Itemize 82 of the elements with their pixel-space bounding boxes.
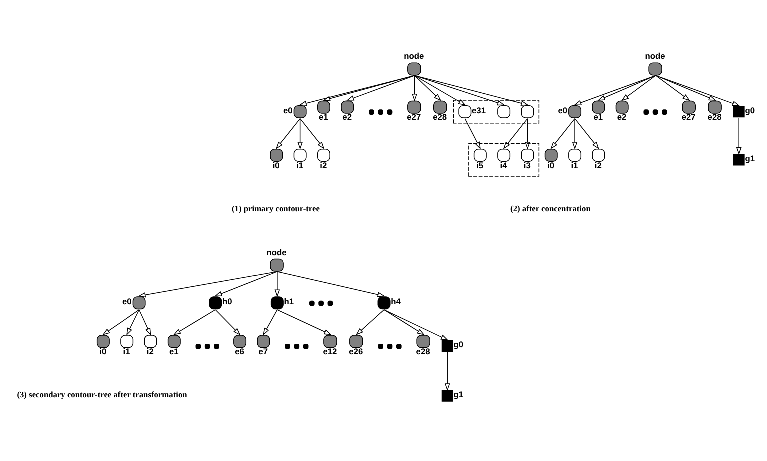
- arrow: [173, 309, 216, 335]
- arrow: [138, 309, 152, 336]
- arrow: [322, 74, 416, 101]
- arrow: [214, 270, 278, 296]
- arrow: [574, 118, 600, 149]
- arrow: [276, 118, 301, 149]
- node-label: i3: [524, 160, 531, 170]
- node-label: e1: [594, 112, 604, 122]
- node-label: i1: [571, 160, 578, 170]
- node-label: i2: [320, 160, 328, 170]
- node-label: h1: [284, 296, 294, 306]
- arrow: [138, 270, 278, 298]
- arrow: [656, 74, 740, 106]
- arrow: [102, 309, 140, 335]
- arrow: [356, 309, 385, 336]
- node-label: e28: [416, 346, 430, 356]
- label: (1) primary contour-tree: [232, 204, 320, 213]
- arrow: [525, 118, 530, 150]
- arrow: [736, 117, 742, 155]
- arrow: [656, 74, 717, 100]
- node-label: i4: [500, 160, 508, 170]
- node-label: h4: [391, 296, 401, 306]
- node-label: e6: [235, 346, 244, 356]
- arrow: [384, 309, 425, 335]
- label: (3) secondary contour-tree after transformation: [17, 390, 188, 400]
- arrow: [464, 118, 481, 150]
- arrow: [274, 270, 280, 297]
- node-label: e2: [617, 112, 627, 122]
- arrow: [263, 309, 278, 336]
- node-label: e12: [323, 346, 338, 356]
- node-label: i0: [548, 160, 555, 170]
- node-label: e27: [407, 112, 422, 122]
- arrow: [572, 118, 578, 150]
- node-label: e0: [122, 296, 132, 306]
- arrow: [298, 118, 303, 150]
- node-label: e28: [433, 112, 448, 122]
- node-label: g1: [745, 152, 755, 163]
- arrow: [414, 74, 529, 106]
- arrow: [621, 74, 656, 101]
- node-label: node: [645, 50, 666, 61]
- node-label: e7: [258, 346, 268, 356]
- arrow: [656, 74, 690, 101]
- node-label: i1: [296, 160, 304, 170]
- node-label: i5: [476, 160, 484, 170]
- arrow: [277, 270, 386, 297]
- node-label: node: [404, 50, 424, 61]
- node-label: e26: [349, 346, 364, 356]
- node-label: e2: [342, 112, 352, 122]
- arrow: [503, 118, 528, 149]
- arrow: [444, 351, 450, 391]
- node-label: e1: [319, 112, 328, 122]
- arrow: [414, 74, 442, 101]
- label: (2) after concentration: [510, 204, 591, 213]
- node-label: i0: [100, 346, 107, 356]
- node-label: e1: [169, 346, 179, 356]
- arrow: [277, 309, 332, 335]
- node-label: i0: [272, 160, 280, 170]
- node-label: node: [266, 246, 287, 257]
- node-label: e31: [472, 104, 486, 115]
- node-label: e0: [284, 104, 293, 115]
- arrow: [126, 309, 140, 336]
- node-label: i1: [123, 346, 130, 356]
- arrow: [412, 74, 418, 102]
- node-label: h0: [222, 296, 232, 306]
- arrow: [414, 74, 466, 106]
- node-label: g0: [454, 339, 464, 350]
- arrow: [346, 74, 416, 100]
- arrow: [215, 309, 241, 336]
- node-label: g0: [745, 104, 755, 115]
- node-label: g1: [454, 389, 464, 400]
- arrow: [300, 118, 325, 149]
- arrow: [574, 74, 656, 105]
- arrow: [414, 74, 506, 106]
- node-label: i2: [146, 346, 154, 356]
- arrow: [598, 74, 656, 100]
- arrow: [550, 118, 576, 149]
- arrow: [384, 309, 449, 340]
- node-label: e27: [682, 112, 696, 122]
- node-label: e28: [708, 112, 722, 122]
- arrow: [299, 74, 416, 106]
- node-label: e0: [558, 104, 568, 115]
- node-label: i2: [594, 160, 602, 170]
